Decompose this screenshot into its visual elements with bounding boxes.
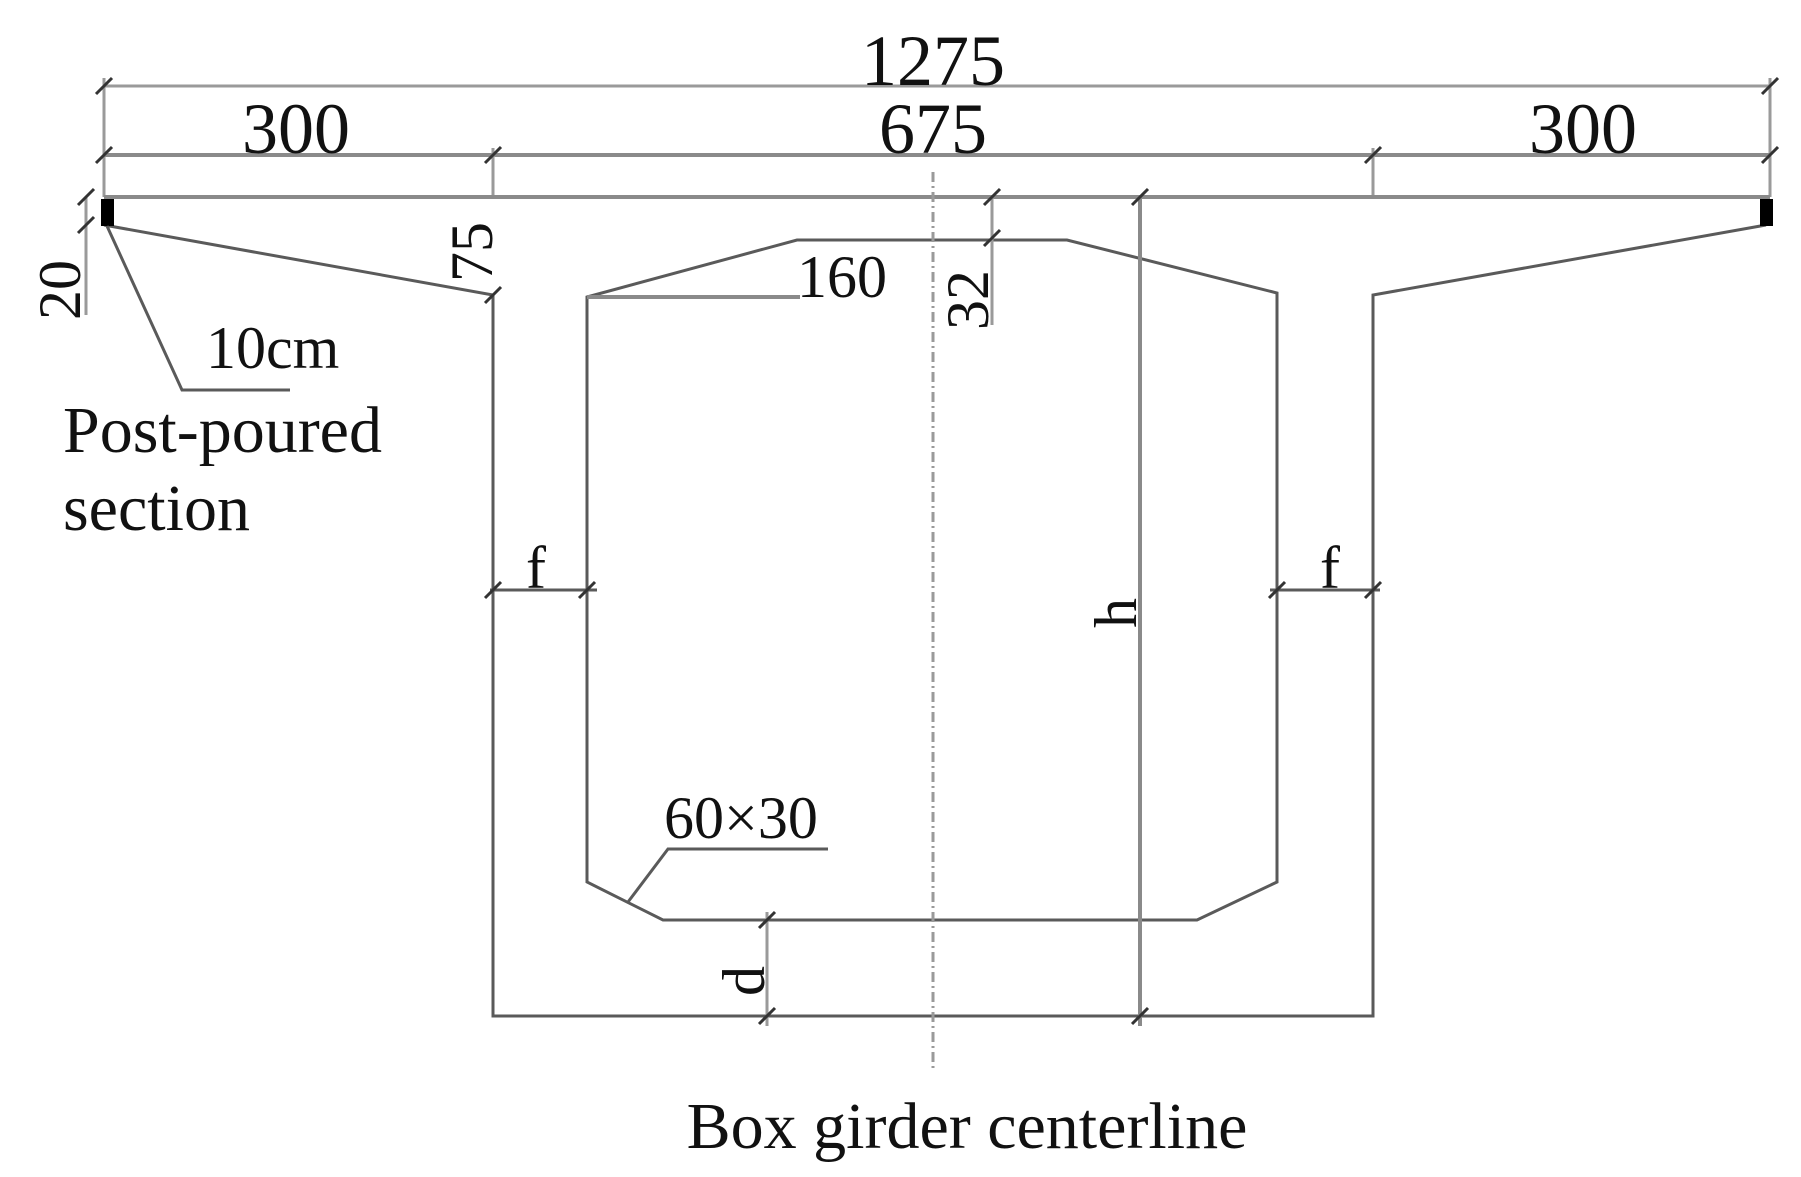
dim-left-cantilever: 300 bbox=[242, 89, 350, 169]
dim-girder-height: h bbox=[1083, 598, 1149, 628]
label-post-poured-line2: section bbox=[63, 472, 250, 545]
dim-tip-depth: 20 bbox=[27, 260, 93, 320]
dim-bottom-slab-line bbox=[757, 910, 777, 1026]
dim-right-cantilever: 300 bbox=[1529, 89, 1637, 169]
dim-web-thickness-right: f bbox=[1320, 535, 1340, 601]
post-poured-block-left bbox=[101, 199, 114, 226]
dim-web-thickness-left: f bbox=[526, 535, 546, 601]
dim-bottom-chamfer: 60×30 bbox=[664, 785, 818, 851]
dim-height-line bbox=[1130, 187, 1150, 1026]
dim-top-slab-thickness: 32 bbox=[935, 270, 1001, 330]
dim-post-poured-width: 10cm bbox=[206, 315, 339, 381]
post-poured-block-right bbox=[1760, 199, 1773, 226]
dim-web-left-line bbox=[483, 580, 597, 600]
dim-total-width: 1275 bbox=[861, 21, 1005, 101]
bottom-chamfer-leader bbox=[626, 847, 828, 903]
dim-top-slab-line bbox=[982, 187, 1002, 325]
dimension-lines-top bbox=[94, 76, 1780, 197]
dim-root-depth-tick bbox=[483, 285, 503, 305]
dim-top-haunch: 160 bbox=[797, 244, 887, 310]
dim-web-right-line bbox=[1267, 580, 1383, 600]
dim-bottom-slab-thickness: d bbox=[711, 966, 777, 996]
label-post-poured-line1: Post-poured bbox=[63, 394, 382, 467]
dim-root-depth: 75 bbox=[439, 222, 505, 282]
post-poured-leader bbox=[105, 225, 290, 392]
dim-tip-depth-line bbox=[76, 187, 96, 315]
dim-web-span: 675 bbox=[879, 89, 987, 169]
label-centerline: Box girder centerline bbox=[687, 1090, 1248, 1163]
